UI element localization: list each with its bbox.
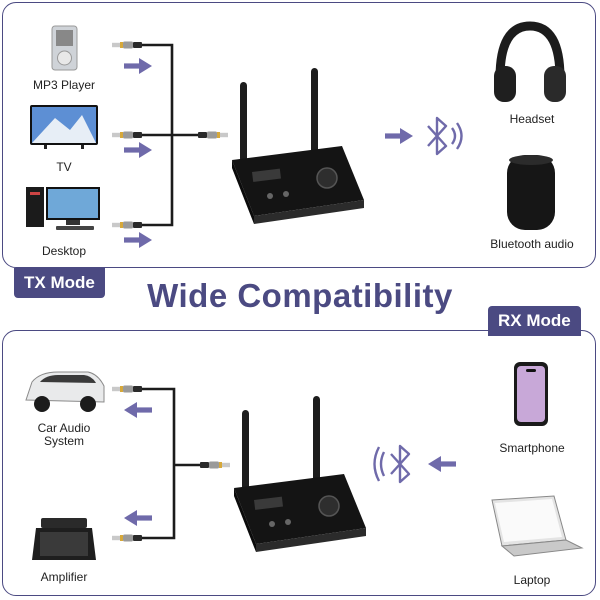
label-tv: TV [56,160,72,174]
page-title: Wide Compatibility [147,277,453,314]
bluetooth-speaker-icon [507,155,555,230]
label-laptop: Laptop [513,573,551,587]
mp3-player-icon [51,25,78,71]
tx-mode-tag: TX Mode [14,268,105,298]
label-smartphone: Smartphone [499,441,565,455]
label-headset: Headset [509,112,555,126]
bluetooth-icon [427,116,463,156]
laptop-icon [491,495,584,557]
tv-icon [30,105,98,149]
arrow-icon [124,58,152,248]
label-bluetooth-audio: Bluetooth audio [490,237,574,251]
arrow-icon [385,128,413,144]
bluetooth-icon [373,444,411,484]
tx-mode-panel [2,2,596,268]
desktop-icon [26,187,100,230]
transmitter-device [231,67,365,225]
label-desktop: Desktop [41,244,87,258]
car-icon [25,371,105,412]
label-amplifier: Amplifier [40,570,88,584]
label-mp3-player: MP3 Player [32,78,96,92]
headset-icon [494,21,566,102]
rx-mode-panel [2,330,596,596]
rx-cables [142,387,200,540]
smartphone-icon [514,362,548,426]
tx-cables [142,43,198,227]
arrow-icon [124,402,152,526]
label-car-audio-system: Car Audio System [37,421,91,448]
receiver-device [233,395,367,553]
arrow-icon [428,456,456,472]
amplifier-icon [32,518,96,560]
rx-mode-tag: RX Mode [488,306,581,336]
